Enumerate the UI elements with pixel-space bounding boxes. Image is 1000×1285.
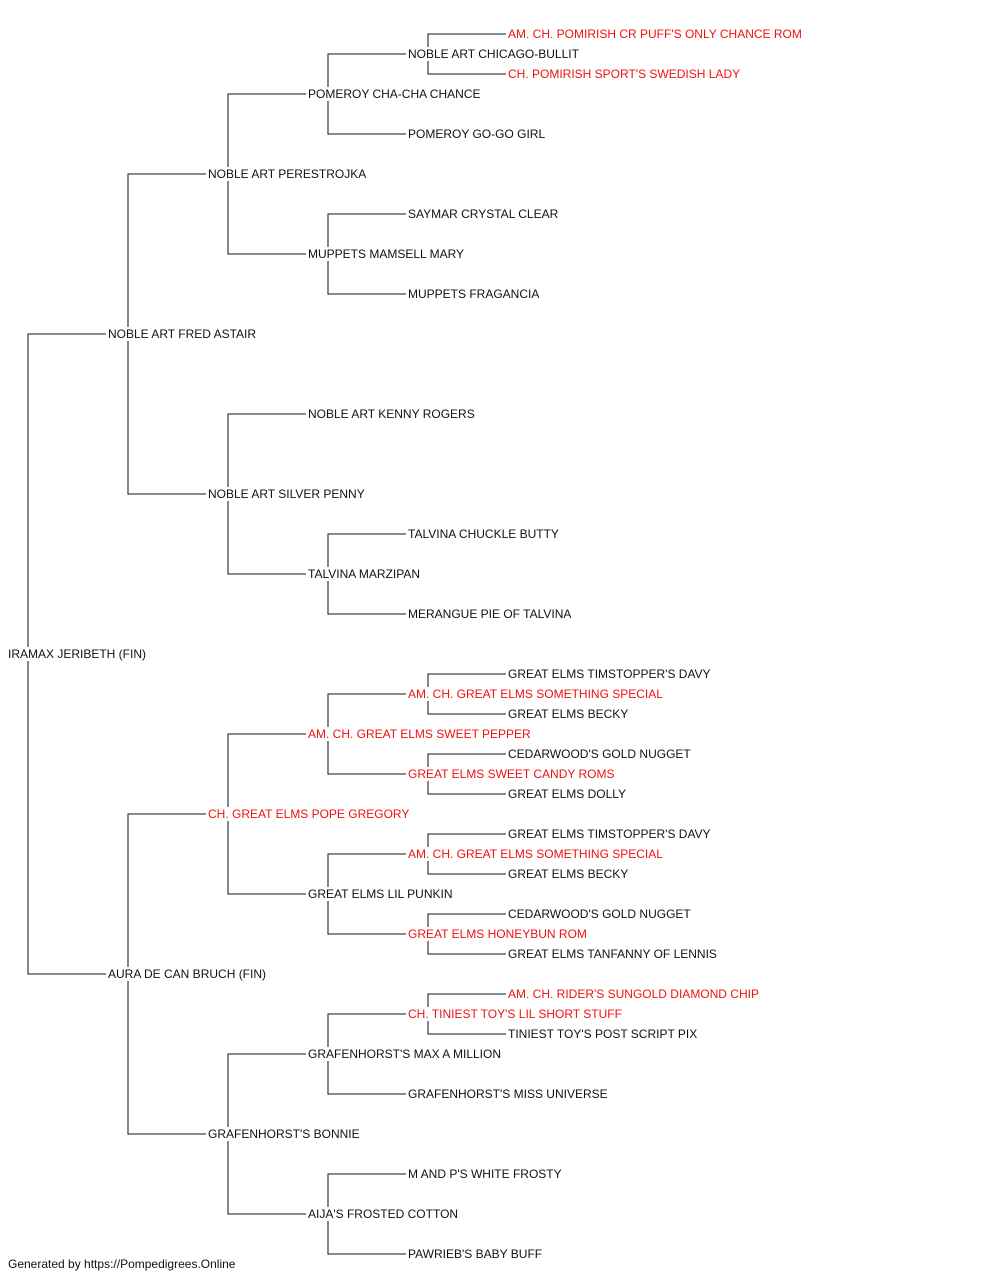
dog-sire-sire-sire: POMEROY CHA-CHA CHANCE	[307, 87, 482, 101]
dog-dam-sire-dam-dam-sire: CEDARWOOD'S GOLD NUGGET	[507, 907, 692, 921]
dog-dam-dam-sire: GRAFENHORST'S MAX A MILLION	[307, 1047, 502, 1061]
connector-dam-sire-dam-dam-dam	[427, 940, 506, 955]
dog-sire-sire-dam-sire: SAYMAR CRYSTAL CLEAR	[407, 207, 560, 221]
dog-dam-sire-sire-dam-dam: GREAT ELMS DOLLY	[507, 787, 628, 801]
dog-dam-sire-dam-sire-dam: GREAT ELMS BECKY	[507, 867, 630, 881]
connector-dam-dam-sire-sire-sire	[427, 993, 506, 1008]
connector-dam-sire-dam-sire-dam	[427, 860, 506, 875]
connector-sire-dam	[127, 340, 206, 495]
dog-sire-sire: NOBLE ART PERESTROJKA	[207, 167, 368, 181]
connector-dam-sire-dam-sire-sire	[427, 833, 506, 848]
connector-dam-sire-sire-dam-dam	[427, 780, 506, 795]
connector-sire-sire-dam-dam	[327, 260, 406, 295]
dog-dam-dam-sire-sire: CH. TINIEST TOY'S LIL SHORT STUFF	[407, 1007, 623, 1021]
connector-dam-sire-sire-sire-dam	[427, 700, 506, 715]
connector-dam-dam-dam-dam	[327, 1220, 406, 1255]
dog-dam-sire-sire-dam: GREAT ELMS SWEET CANDY ROMS	[407, 767, 616, 781]
dog-dam-dam-dam: AIJA'S FROSTED COTTON	[307, 1207, 460, 1221]
connector-sire-dam-sire	[227, 413, 306, 488]
connector-dam-dam-dam	[227, 1140, 306, 1215]
connector-dam-sire-dam	[227, 820, 306, 895]
dog-sire-sire-dam-dam: MUPPETS FRAGANCIA	[407, 287, 541, 301]
dog-dam-dam-sire-sire-sire: AM. CH. RIDER'S SUNGOLD DIAMOND CHIP	[507, 987, 760, 1001]
dog-dam-sire-sire-dam-sire: CEDARWOOD'S GOLD NUGGET	[507, 747, 692, 761]
connector-sire-dam-dam-dam	[327, 580, 406, 615]
dog-dam: AURA DE CAN BRUCH (FIN)	[107, 967, 268, 981]
connector-dam-sire-sire-dam-sire	[427, 753, 506, 768]
dog-sire-dam-dam: TALVINA MARZIPAN	[307, 567, 422, 581]
dog-dam-sire-dam-sire-sire: GREAT ELMS TIMSTOPPER'S DAVY	[507, 827, 712, 841]
connector-dam-dam-sire-sire	[327, 1013, 406, 1048]
dog-dam-dam-dam-sire: M AND P'S WHITE FROSTY	[407, 1167, 563, 1181]
connector-dam-sire-sire	[227, 733, 306, 808]
dog-dam-sire-dam-sire: AM. CH. GREAT ELMS SOMETHING SPECIAL	[407, 847, 664, 861]
connector-dam-dam-dam-sire	[327, 1173, 406, 1208]
connector-sire-dam-dam-sire	[327, 533, 406, 568]
dog-root: IRAMAX JERIBETH (FIN)	[7, 647, 148, 661]
connector-dam-dam-sire-sire-dam	[427, 1020, 506, 1035]
connector-sire-sire-sire-dam	[327, 100, 406, 135]
dog-dam-dam: GRAFENHORST'S BONNIE	[207, 1127, 361, 1141]
connector-dam-sire-dam-dam-sire	[427, 913, 506, 928]
footer-credit: Generated by https://Pompedigrees.Online	[8, 1257, 236, 1271]
connector-dam-sire	[127, 813, 206, 968]
dog-sire-sire-sire-sire: NOBLE ART CHICAGO-BULLIT	[407, 47, 580, 61]
dog-sire-dam: NOBLE ART SILVER PENNY	[207, 487, 366, 501]
connector-dam-dam	[127, 980, 206, 1135]
connector-dam-sire-sire-sire	[327, 693, 406, 728]
connector-dam-sire-sire-sire-sire	[427, 673, 506, 688]
dog-sire-dam-dam-sire: TALVINA CHUCKLE BUTTY	[407, 527, 560, 541]
dog-sire-sire-sire-dam: POMEROY GO-GO GIRL	[407, 127, 547, 141]
dog-sire-dam-dam-dam: MERANGUE PIE OF TALVINA	[407, 607, 573, 621]
dog-sire-sire-sire-sire-dam: CH. POMIRISH SPORT'S SWEDISH LADY	[507, 67, 742, 81]
connector-sire-sire-dam	[227, 180, 306, 255]
dog-sire-sire-dam: MUPPETS MAMSELL MARY	[307, 247, 466, 261]
connector-sire	[27, 333, 106, 648]
connector-dam-sire-dam-dam	[327, 900, 406, 935]
connector-sire-sire-sire-sire	[327, 53, 406, 88]
dog-dam-sire-dam-dam-dam: GREAT ELMS TANFANNY OF LENNIS	[507, 947, 718, 961]
connector-sire-sire-sire-sire-sire	[427, 33, 506, 48]
dog-sire-dam-sire: NOBLE ART KENNY ROGERS	[307, 407, 476, 421]
dog-dam-sire-sire: AM. CH. GREAT ELMS SWEET PEPPER	[307, 727, 532, 741]
dog-dam-dam-dam-dam: PAWRIEB'S BABY BUFF	[407, 1247, 544, 1261]
dog-dam-sire-dam: GREAT ELMS LIL PUNKIN	[307, 887, 454, 901]
connector-dam	[27, 660, 106, 975]
dog-dam-sire-sire-sire-dam: GREAT ELMS BECKY	[507, 707, 630, 721]
dog-dam-sire-sire-sire-sire: GREAT ELMS TIMSTOPPER'S DAVY	[507, 667, 712, 681]
dog-sire: NOBLE ART FRED ASTAIR	[107, 327, 258, 341]
dog-sire-sire-sire-sire-sire: AM. CH. POMIRISH CR PUFF'S ONLY CHANCE R…	[507, 27, 803, 41]
connector-dam-sire-sire-dam	[327, 740, 406, 775]
connector-sire-sire	[127, 173, 206, 328]
connector-sire-sire-sire	[227, 93, 306, 168]
connector-sire-dam-dam	[227, 500, 306, 575]
dog-dam-dam-sire-dam: GRAFENHORST'S MISS UNIVERSE	[407, 1087, 609, 1101]
dog-dam-sire-sire-sire: AM. CH. GREAT ELMS SOMETHING SPECIAL	[407, 687, 664, 701]
connector-dam-dam-sire-dam	[327, 1060, 406, 1095]
dog-dam-sire: CH. GREAT ELMS POPE GREGORY	[207, 807, 411, 821]
connector-dam-sire-dam-sire	[327, 853, 406, 888]
connector-sire-sire-sire-sire-dam	[427, 60, 506, 75]
connector-sire-sire-dam-sire	[327, 213, 406, 248]
dog-dam-dam-sire-sire-dam: TINIEST TOY'S POST SCRIPT PIX	[507, 1027, 699, 1041]
dog-dam-sire-dam-dam: GREAT ELMS HONEYBUN ROM	[407, 927, 588, 941]
connector-dam-dam-sire	[227, 1053, 306, 1128]
